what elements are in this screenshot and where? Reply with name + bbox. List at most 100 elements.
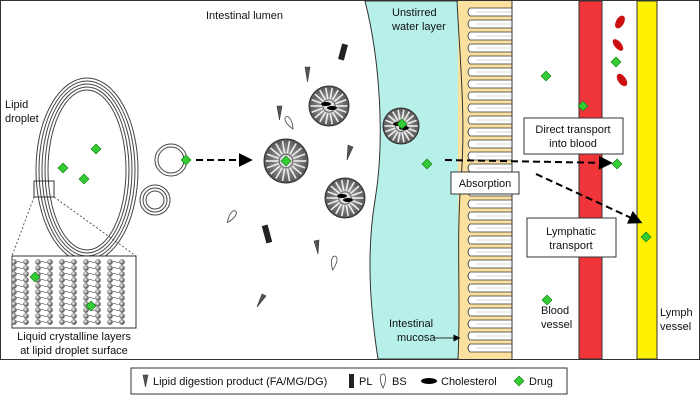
lipid-headgroup xyxy=(71,319,77,325)
lipid-tail xyxy=(64,291,72,293)
lipid-headgroup xyxy=(11,295,17,301)
lipid-tail xyxy=(16,267,24,269)
zoom-line xyxy=(11,196,35,257)
direct-transport-label-2: into blood xyxy=(549,138,597,150)
lipid-tail xyxy=(16,261,24,263)
legend-digestion-product: Lipid digestion product (FA/MG/DG) xyxy=(153,376,327,388)
red-blood-cell xyxy=(615,15,625,29)
absorption-label: Absorption xyxy=(459,178,512,190)
lipid-headgroup xyxy=(59,307,65,313)
lipid-headgroup xyxy=(71,259,77,265)
lipid-headgroup xyxy=(59,259,65,265)
lipid-headgroup xyxy=(95,289,101,295)
lipid-headgroup xyxy=(47,289,53,295)
lipid-tail xyxy=(112,261,120,263)
lc-label-1: Liquid crystalline layers xyxy=(17,331,131,343)
legend-bs: BS xyxy=(392,376,407,388)
lipid-headgroup xyxy=(119,283,125,289)
diamond-icon xyxy=(540,70,552,82)
lipid-tail xyxy=(40,315,48,317)
lipid-headgroup xyxy=(119,265,125,271)
lipid-headgroup xyxy=(119,271,125,277)
lipid-headgroup xyxy=(71,301,77,307)
wedge-icon xyxy=(276,105,283,121)
lipid-tail xyxy=(88,285,96,287)
legend: Lipid digestion product (FA/MG/DG) PL BS… xyxy=(130,367,568,395)
lipid-tail xyxy=(88,261,96,263)
uwl-label-1: Unstirred xyxy=(392,7,437,19)
diamond-icon xyxy=(78,173,90,185)
lipid-headgroup xyxy=(71,289,77,295)
lipid-headgroup xyxy=(11,271,17,277)
lipid-tail xyxy=(112,309,120,311)
red-blood-cell xyxy=(612,39,624,51)
lymphatic-transport-box xyxy=(526,217,617,258)
teardrop-icon xyxy=(226,210,237,224)
lipid-headgroup xyxy=(107,265,113,271)
lipid-headgroup xyxy=(107,301,113,307)
lipid-tail xyxy=(16,309,24,311)
wedge-icon xyxy=(304,66,311,83)
lipid-tail xyxy=(112,321,120,323)
lipid-headgroup xyxy=(11,265,17,271)
lipid-headgroup xyxy=(83,271,89,277)
dashed-arrow-icon xyxy=(444,155,613,170)
direct-transport-label-1: Direct transport xyxy=(535,124,610,136)
lipid-tail xyxy=(112,303,120,305)
lipid-headgroup xyxy=(47,319,53,325)
lipid-tail xyxy=(112,315,120,317)
lipid-headgroup xyxy=(47,307,53,313)
diamond-icon xyxy=(610,56,622,68)
lipid-headgroup xyxy=(23,271,29,277)
legend-drug: Drug xyxy=(529,376,553,388)
lipid-headgroup xyxy=(23,289,29,295)
lipid-headgroup xyxy=(23,283,29,289)
lipid-tail xyxy=(16,315,24,317)
lipid-headgroup xyxy=(83,295,89,301)
lipid-headgroup xyxy=(107,313,113,319)
lipid-headgroup xyxy=(23,313,29,319)
lipid-headgroup xyxy=(59,289,65,295)
lipid-tail xyxy=(112,285,120,287)
lipid-headgroup xyxy=(23,259,29,265)
lipid-headgroup xyxy=(35,295,41,301)
lipid-tail xyxy=(40,321,48,323)
lipid-droplet-label-2: droplet xyxy=(5,113,39,125)
lipid-tail xyxy=(64,309,72,311)
lipid-headgroup xyxy=(47,271,53,277)
diamond-icon xyxy=(513,375,525,387)
bar-icon xyxy=(338,43,348,61)
bar-icon xyxy=(261,224,273,244)
mixed-micelle xyxy=(324,177,366,219)
lipid-tail xyxy=(40,285,48,287)
lumen-particles xyxy=(226,43,354,308)
lipid-headgroup xyxy=(23,319,29,325)
legend-cholesterol: Cholesterol xyxy=(441,376,497,388)
blood-vessel xyxy=(578,0,603,360)
lipid-tail xyxy=(88,321,96,323)
lipid-headgroup xyxy=(11,307,17,313)
bar-icon xyxy=(349,374,354,388)
lipid-headgroup xyxy=(83,259,89,265)
lipid-tail xyxy=(40,303,48,305)
lymph-vessel-label-1: Lymph xyxy=(660,307,693,319)
dashed-arrow-icon xyxy=(535,173,643,224)
lipid-headgroup xyxy=(35,307,41,313)
ellipse-icon xyxy=(327,106,337,110)
lipid-headgroup xyxy=(35,301,41,307)
lymphatic-transport-label-1: Lymphatic xyxy=(546,226,596,238)
zoom-line xyxy=(53,196,137,257)
lipid-tail xyxy=(40,297,48,299)
lipid-headgroup xyxy=(71,283,77,289)
lipid-tail xyxy=(64,279,72,281)
lipid-droplet xyxy=(35,77,139,263)
lipid-headgroup xyxy=(83,307,89,313)
mucosa-label-2: mucosa xyxy=(397,332,436,344)
mucosa-label-1: Intestinal xyxy=(389,318,433,330)
lipid-headgroup xyxy=(11,289,17,295)
lipid-tail xyxy=(16,291,24,293)
lymph-vessel xyxy=(636,0,658,360)
lipid-tail xyxy=(40,309,48,311)
teardrop-icon xyxy=(379,373,387,389)
